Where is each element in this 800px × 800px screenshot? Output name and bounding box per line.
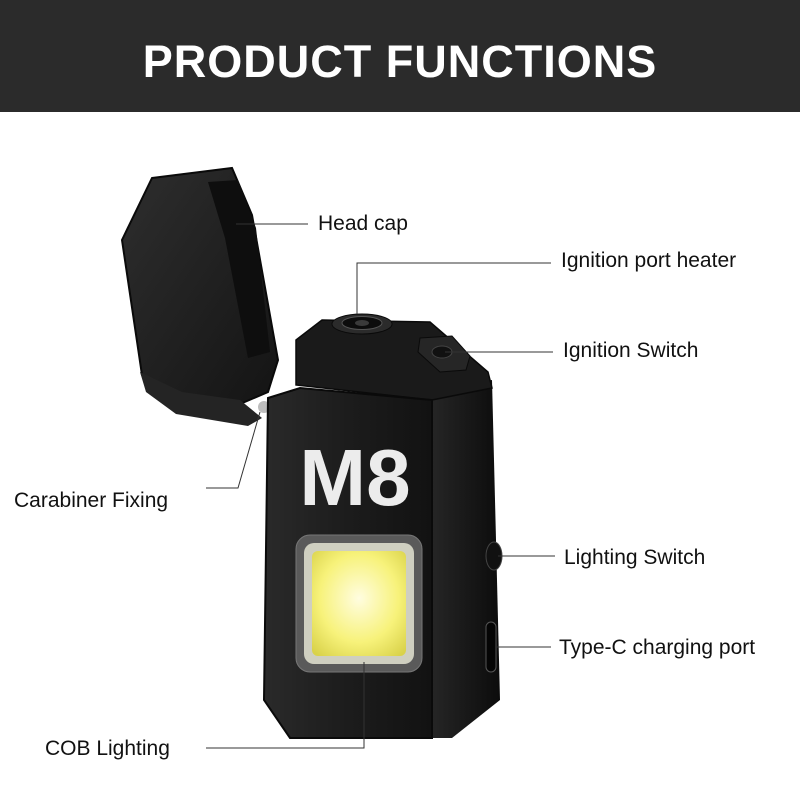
callout-head-cap: Head cap <box>318 212 408 235</box>
callout-lighting-switch: Lighting Switch <box>564 546 706 569</box>
head-cap <box>120 166 280 426</box>
leader-ignition-heater <box>356 262 551 314</box>
callout-typec: Type-C charging port <box>559 636 756 659</box>
callout-cob: COB Lighting <box>45 737 170 760</box>
banner-title: PRODUCT FUNCTIONS <box>142 36 658 87</box>
cob-light <box>295 534 423 673</box>
typec-port <box>485 621 497 673</box>
callout-carabiner: Carabiner Fixing <box>14 489 169 512</box>
body-side <box>430 380 500 738</box>
leader-cob <box>206 662 365 749</box>
callout-ignition-switch: Ignition Switch <box>563 339 699 362</box>
model-label: M8 <box>299 433 410 522</box>
ignition-port <box>331 313 393 335</box>
leader-lines <box>206 223 555 749</box>
callout-ignition-heater: Ignition port heater <box>561 249 737 272</box>
title-banner <box>0 0 800 112</box>
leader-carabiner <box>206 411 261 489</box>
